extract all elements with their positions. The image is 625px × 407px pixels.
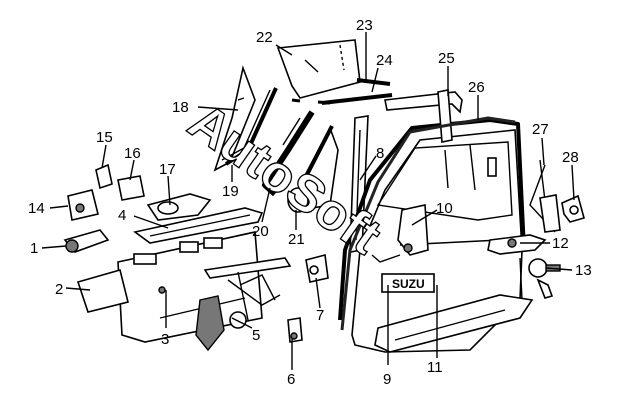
quarter-glass-seal <box>221 87 278 166</box>
callout-5: 5 <box>252 327 260 344</box>
lock-cylinder <box>528 258 561 299</box>
callout-21: 21 <box>288 231 305 248</box>
callout-23: 23 <box>356 17 373 34</box>
callout-labels: 1 2 3 4 5 6 7 8 9 10 11 12 13 14 15 16 1… <box>28 17 592 388</box>
callout-20: 20 <box>252 223 269 240</box>
escutcheon <box>117 175 145 201</box>
window-regulator <box>195 257 292 352</box>
lock-rod <box>529 159 561 233</box>
leader-lines <box>41 32 575 370</box>
callout-26: 26 <box>468 79 485 96</box>
callout-1: 1 <box>30 240 38 257</box>
plate-label: SUZU <box>392 277 425 291</box>
callout-28: 28 <box>562 149 579 166</box>
callout-15: 15 <box>96 129 113 146</box>
belt-moulding <box>384 91 463 114</box>
door-hinge <box>305 253 329 283</box>
door-weatherstrip <box>340 116 516 331</box>
callout-27: 27 <box>532 121 549 138</box>
retaining-clip <box>95 163 113 190</box>
glass-run-strip <box>291 78 393 105</box>
callout-18: 18 <box>172 99 189 116</box>
callout-24: 24 <box>376 52 393 69</box>
callout-9: 9 <box>383 371 391 388</box>
callout-3: 3 <box>161 331 169 348</box>
callout-25: 25 <box>438 50 455 67</box>
callout-19: 19 <box>222 183 239 200</box>
inside-handle <box>63 229 110 253</box>
callout-16: 16 <box>124 145 141 162</box>
callout-17: 17 <box>159 161 176 178</box>
callout-14: 14 <box>28 200 45 217</box>
handle-bezel <box>67 189 99 221</box>
callout-8: 8 <box>376 145 384 162</box>
door-pocket <box>76 269 129 313</box>
callout-10: 10 <box>436 200 453 217</box>
callout-7: 7 <box>316 307 324 324</box>
vent-glass <box>287 125 339 213</box>
callout-4: 4 <box>118 207 126 224</box>
vent-window-glass <box>276 39 361 99</box>
door-check-bracket <box>561 194 585 223</box>
access-cover <box>146 193 212 221</box>
callout-2: 2 <box>55 281 63 298</box>
outside-handle <box>487 234 547 255</box>
door-shell <box>338 89 526 353</box>
door-lock <box>371 204 429 263</box>
callout-12: 12 <box>552 235 569 252</box>
callout-22: 22 <box>256 29 273 46</box>
lock-plate: SUZU <box>381 273 435 293</box>
arm-rest <box>133 207 264 244</box>
callout-13: 13 <box>575 262 592 279</box>
door-side-moulding <box>374 294 534 353</box>
window-crank <box>287 317 303 343</box>
callout-6: 6 <box>287 371 295 388</box>
callout-11: 11 <box>427 359 443 376</box>
